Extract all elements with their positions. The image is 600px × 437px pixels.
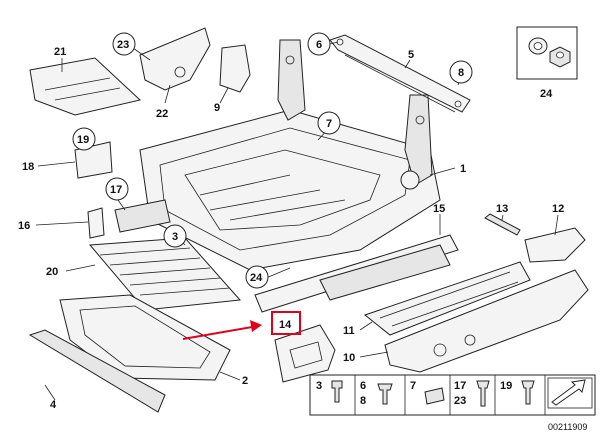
label-11: 11 (343, 325, 355, 337)
label-13: 13 (496, 203, 508, 215)
rail-part-15 (254, 234, 459, 313)
callout-19 (72, 127, 96, 151)
control-unit-part-14 (274, 324, 336, 383)
label-7: 7 (326, 118, 332, 130)
cross-tube-part-5 (329, 34, 471, 113)
cover-part-23 (139, 27, 211, 91)
bar-part-17 (114, 199, 171, 233)
highlight-box-14 (271, 311, 301, 335)
label-12: 12 (552, 203, 564, 215)
screw-icon (377, 383, 393, 405)
highlight-arrow (182, 320, 262, 340)
label-4: 4 (50, 399, 57, 411)
leader-lines (35, 41, 559, 401)
label-16: 16 (18, 220, 30, 232)
tray-part-21 (29, 57, 142, 116)
clip-icon (424, 387, 445, 405)
legend-item-6: 6 (360, 380, 366, 392)
legend-item-7: 7 (410, 380, 416, 392)
callout-17 (105, 177, 129, 201)
label-23: 23 (117, 39, 129, 51)
screw-icon (331, 380, 343, 403)
cap-part-12 (524, 227, 586, 263)
label-18: 18 (22, 161, 34, 173)
screw-icon (521, 380, 535, 405)
arrow-icon (551, 379, 586, 406)
label-1: 1 (460, 163, 466, 175)
label-20: 20 (46, 266, 58, 278)
callout-3 (163, 224, 187, 248)
bracket-part-9 (219, 44, 251, 93)
callout-23 (112, 32, 136, 56)
callout-8 (449, 60, 473, 84)
label-3: 3 (172, 231, 178, 243)
label-10: 10 (343, 352, 355, 364)
bracket-part-16 (87, 207, 105, 239)
label-22: 22 (156, 108, 168, 120)
spring-mat-part-20 (88, 237, 242, 311)
seat-frame (139, 39, 441, 271)
label-6: 6 (316, 39, 322, 51)
bolt-part-13 (484, 213, 521, 236)
nut-washer-part-24 (516, 26, 578, 80)
label-24-left: 24 (250, 272, 263, 284)
legend-item-23: 23 (454, 395, 466, 407)
legend-item-17: 17 (454, 380, 466, 392)
legend-item-19: 19 (500, 380, 512, 392)
label-21: 21 (54, 46, 66, 58)
label-8: 8 (458, 67, 464, 79)
legend-item-3: 3 (316, 380, 322, 392)
label-14: 14 (279, 319, 292, 331)
callouts: 21 23 22 9 6 5 8 7 1 19 18 17 16 3 20 24… (18, 32, 564, 411)
legend-item-8: 8 (360, 395, 366, 407)
callout-7 (317, 111, 341, 135)
screw-icon (476, 380, 490, 407)
label-15: 15 (433, 203, 445, 215)
callout-24 (245, 265, 269, 289)
seat-pan-part-2 (59, 294, 231, 381)
label-24-top: 24 (540, 88, 553, 100)
label-19: 19 (77, 134, 89, 146)
inner-trim-part-11 (363, 261, 531, 336)
front-trim-part-4 (28, 329, 166, 413)
callout-6 (307, 32, 331, 56)
hardware-legend: 3 6 8 7 17 23 19 (309, 374, 596, 416)
label-9: 9 (214, 102, 220, 114)
label-5: 5 (408, 49, 414, 61)
image-number: 00211909 (548, 422, 587, 432)
label-17: 17 (110, 184, 122, 196)
clip-part-18 (74, 141, 113, 179)
label-2: 2 (242, 375, 248, 387)
outer-trim-part-10 (384, 269, 589, 373)
